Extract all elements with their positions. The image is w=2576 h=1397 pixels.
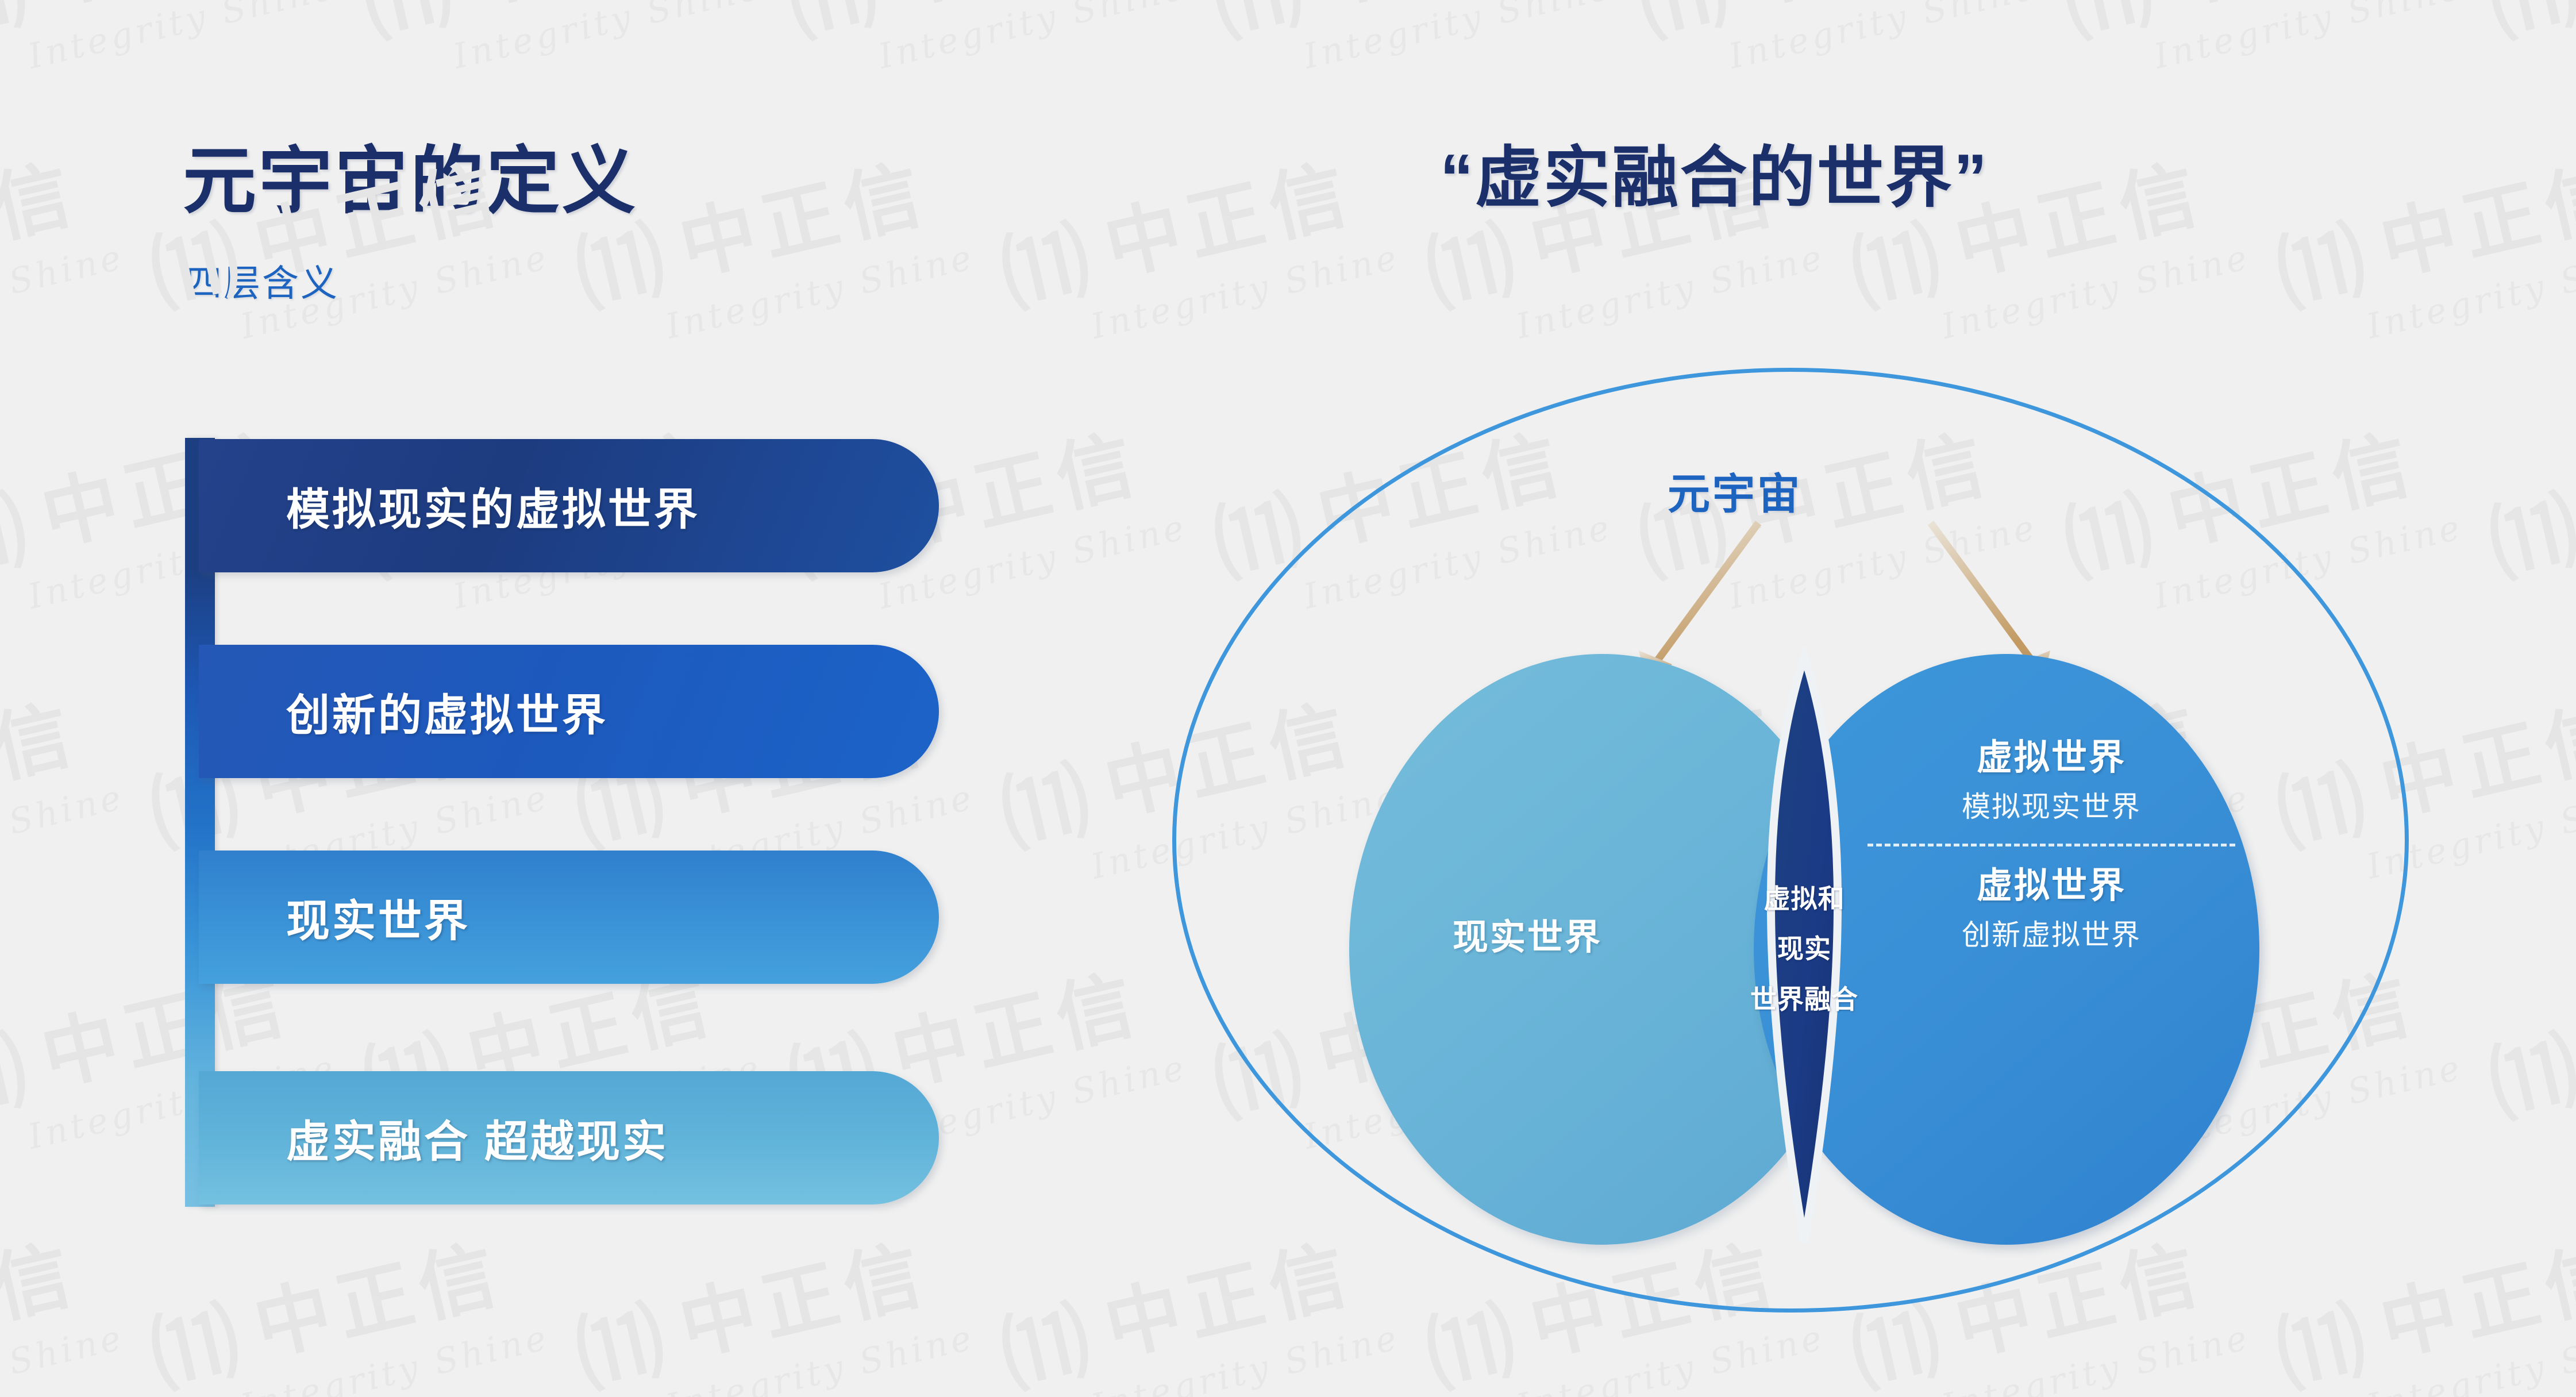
dashed-divider: [1867, 844, 2235, 846]
watermark-en-text: Integrity Shine: [662, 237, 979, 347]
watermark-en-text: Integrity Shine: [24, 0, 341, 77]
watermark-logo-icon: ⑾: [992, 1287, 1107, 1397]
intersection-line-2: 现实: [1777, 934, 1831, 964]
venn-intersection-text: 虚拟和 现实 世界融合: [1750, 654, 1858, 1245]
watermark-en-text: Integrity Shine: [2363, 237, 2576, 347]
watermark-en-text: Integrity Shine: [449, 0, 766, 77]
watermark-logo-icon: ⑾: [567, 207, 682, 327]
metaverse-label: 元宇宙: [1668, 470, 1802, 518]
virtual-world-block-2-title: 虚拟世界: [1976, 866, 2126, 906]
page-subtitle: 四层含义: [185, 263, 339, 304]
watermark-logo-icon: ⑾: [1205, 0, 1319, 57]
watermark-en-text: Integrity Shine: [1087, 237, 1404, 347]
watermark-en-text: Integrity Shine: [1938, 237, 2254, 347]
definition-bar-1-label: 模拟现实的虚拟世界: [286, 486, 700, 534]
watermark-logo-icon: ⑾: [1418, 207, 1532, 327]
watermark-en-text: Integrity Shine: [0, 1317, 128, 1397]
watermark-cn-text: ⑾中正信: [2055, 0, 2456, 57]
watermark-cn-text: ⑾中正信: [355, 0, 756, 57]
watermark-logo-icon: ⑾: [355, 0, 469, 57]
watermark-logo-icon: ⑾: [1630, 0, 1745, 57]
watermark-logo-icon: ⑾: [2481, 477, 2576, 597]
watermark-logo-icon: ⑾: [567, 1287, 682, 1397]
watermark-logo-icon: ⑾: [0, 1017, 44, 1137]
virtual-world-block-1-desc: 模拟现实世界: [1962, 790, 2141, 823]
watermark-cn-text: ⑾中正信: [2481, 418, 2576, 597]
watermark-logo-icon: ⑾: [0, 0, 44, 57]
watermark-logo-icon: ⑾: [992, 207, 1107, 327]
watermark-cn-text: ⑾中正信: [2481, 958, 2576, 1137]
watermark-en-text: Integrity Shine: [875, 0, 1191, 77]
watermark-logo-icon: ⑾: [780, 0, 894, 57]
watermark-logo-icon: ⑾: [2481, 0, 2576, 57]
venn-heading: “虚实融合的世界”: [1440, 140, 1989, 215]
watermark-cn-text: ⑾中正信: [142, 1228, 543, 1397]
watermark-cn-text: ⑾中正信: [1205, 0, 1606, 57]
watermark-logo-icon: ⑾: [2481, 1017, 2576, 1137]
venn-circle-virtual-world-text: 虚拟世界 模拟现实世界 虚拟世界 创新虚拟世界: [1867, 736, 2235, 956]
venn-intersection[interactable]: 虚拟和 现实 世界融合: [1750, 646, 1858, 1245]
page-title: 元宇宙的定义: [183, 140, 638, 222]
virtual-world-block-1-title: 虚拟世界: [1976, 738, 2126, 778]
watermark-logo-icon: ⑾: [1843, 207, 1958, 327]
watermark-logo-icon: ⑾: [2268, 207, 2383, 327]
watermark-cn-text: ⑾中正信: [567, 1228, 968, 1397]
watermark-cn-text: ⑾中正信: [780, 0, 1181, 57]
watermark-logo-icon: ⑾: [142, 1287, 257, 1397]
watermark-cn-text: ⑾中正信: [0, 148, 87, 292]
definition-bar-3-label: 现实世界: [286, 897, 470, 946]
venn-diagram: 现实世界 虚拟世界 模拟现实世界 虚拟世界 创新虚拟世界 虚拟和: [1172, 368, 2436, 1345]
watermark-en-text: Integrity Shine: [2150, 0, 2467, 77]
virtual-world-block-2-desc: 创新虚拟世界: [1962, 918, 2141, 951]
definition-bar-3[interactable]: 现实世界: [199, 850, 939, 984]
watermark-cn-text: ⑾中正信: [992, 148, 1362, 327]
watermark-en-text: Integrity Shine: [1300, 0, 1616, 77]
metaverse-outer-ellipse: [1172, 368, 2409, 1313]
watermark-en-text: Integrity Shine: [0, 237, 128, 347]
venn-circle-real-world-label: 现实世界: [1452, 918, 1602, 957]
watermark-cn-text: ⑾中正信: [0, 688, 87, 832]
watermark-logo-icon: ⑾: [2055, 0, 2170, 57]
watermark-en-text: Integrity Shine: [237, 1317, 553, 1397]
definition-bar-1[interactable]: 模拟现实的虚拟世界: [199, 439, 939, 572]
watermark-en-text: Integrity Shine: [1725, 0, 2042, 77]
watermark-en-text: Integrity Shine: [1512, 237, 1829, 347]
watermark-en-text: Integrity Shine: [0, 777, 128, 887]
watermark-cn-text: ⑾中正信: [0, 0, 330, 57]
definition-bar-4-label: 虚实融合 超越现实: [286, 1118, 669, 1167]
definition-bar-2-label: 创新的虚拟世界: [286, 691, 608, 740]
watermark-logo-icon: ⑾: [0, 477, 44, 597]
definition-bar-2[interactable]: 创新的虚拟世界: [199, 645, 939, 778]
intersection-line-1: 虚拟和: [1763, 883, 1845, 914]
watermark-cn-text: ⑾中正信: [1630, 0, 2031, 57]
lens-shape-icon: [1766, 646, 1842, 1244]
watermark-en-text: Integrity Shine: [662, 1317, 979, 1397]
definition-bar-4[interactable]: 虚实融合 超越现实: [199, 1071, 939, 1204]
intersection-line-3: 世界融合: [1750, 984, 1858, 1014]
watermark-logo-icon: ⑾: [992, 747, 1107, 867]
watermark-cn-text: ⑾中正信: [2481, 0, 2576, 57]
watermark-cn-text: ⑾中正信: [2268, 148, 2576, 327]
watermark-cn-text: ⑾中正信: [0, 1228, 87, 1372]
